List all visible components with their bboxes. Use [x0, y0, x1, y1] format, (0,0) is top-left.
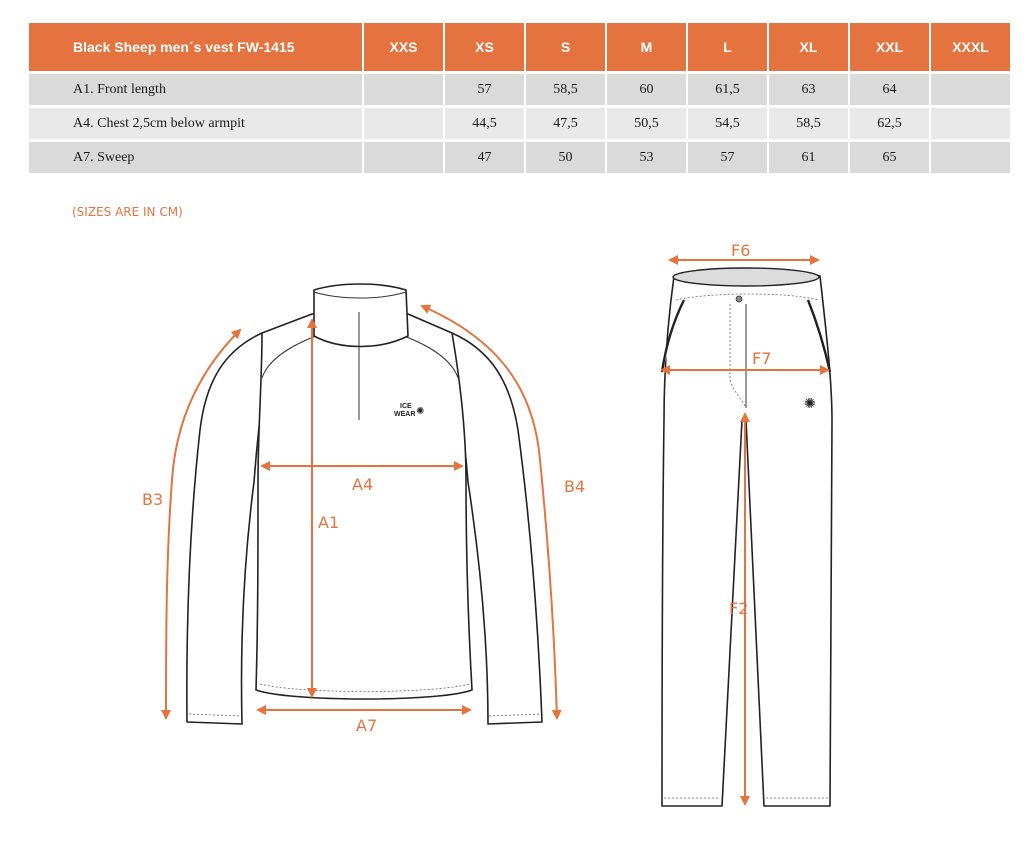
table-cell: 54,5: [688, 108, 767, 139]
b3-arrow: [161, 328, 242, 720]
b3-label: B3: [142, 490, 163, 509]
table-cell: 60: [607, 74, 686, 105]
table-cell: 50,5: [607, 108, 686, 139]
pants-right-pocket: [806, 299, 832, 373]
pants-measurements: F6 F7 F2: [660, 241, 830, 806]
table-cell: [364, 74, 443, 105]
pants-fly: [729, 304, 747, 409]
a1-label: A1: [318, 513, 339, 532]
jacket-drawing: ICE WEAR ✺: [186, 283, 543, 725]
size-header: XXL: [850, 23, 929, 71]
table-row: A7. Sweep 47 50 53 57 61 65: [29, 142, 1010, 173]
jacket-collar: [313, 283, 409, 348]
snowflake-icon: ✺: [804, 395, 816, 411]
b4-label: B4: [564, 477, 585, 496]
table-cell: [364, 142, 443, 173]
pants-outline: [661, 267, 833, 807]
f7-label: F7: [752, 349, 771, 368]
table-cell: [364, 108, 443, 139]
table-cell: 57: [688, 142, 767, 173]
jacket-collar-inner: [313, 291, 407, 299]
measurement-label: A4. Chest 2,5cm below armpit: [29, 108, 362, 139]
size-header: XL: [769, 23, 848, 71]
pants-waist-stitch: [675, 293, 819, 301]
measurement-label: A1. Front length: [29, 74, 362, 105]
snowflake-icon: ✺: [416, 406, 424, 417]
table-row: A4. Chest 2,5cm below armpit 44,5 47,5 5…: [29, 108, 1010, 139]
pants-waistband: [672, 267, 820, 287]
size-table: Black Sheep men´s vest FW-1415 XXS XS S …: [27, 20, 1012, 176]
b4-arrow: [420, 304, 562, 720]
table-cell: 61,5: [688, 74, 767, 105]
table-cell: 47: [445, 142, 524, 173]
a7-label: A7: [356, 716, 377, 735]
table-cell: 44,5: [445, 108, 524, 139]
table-cell: 50: [526, 142, 605, 173]
jacket-body: [255, 313, 473, 700]
table-cell: 63: [769, 74, 848, 105]
size-header: XXXL: [931, 23, 1010, 71]
size-header: L: [688, 23, 767, 71]
table-cell: 58,5: [769, 108, 848, 139]
units-note: (SIZES ARE IN CM): [72, 205, 183, 219]
table-cell: 64: [850, 74, 929, 105]
size-header: XS: [445, 23, 524, 71]
table-cell: 57: [445, 74, 524, 105]
logo-text-line1: ICE: [400, 403, 412, 410]
size-header-row: Black Sheep men´s vest FW-1415 XXS XS S …: [29, 23, 1010, 71]
table-cell: [931, 142, 1010, 173]
table-cell: 62,5: [850, 108, 929, 139]
product-title: Black Sheep men´s vest FW-1415: [29, 23, 362, 71]
table-row: A1. Front length 57 58,5 60 61,5 63 64: [29, 74, 1010, 105]
size-header: S: [526, 23, 605, 71]
table-cell: 61: [769, 142, 848, 173]
table-cell: [931, 74, 1010, 105]
size-header: XXS: [364, 23, 443, 71]
table-cell: 65: [850, 142, 929, 173]
logo-text-line2: WEAR: [394, 411, 415, 418]
pants-left-pocket: [660, 299, 686, 373]
measurement-label: A7. Sweep: [29, 142, 362, 173]
a4-label: A4: [352, 475, 373, 494]
pants-drawing: ✺: [660, 267, 833, 807]
table-cell: [931, 108, 1010, 139]
table-cell: 53: [607, 142, 686, 173]
f6-label: F6: [731, 241, 750, 260]
table-cell: 58,5: [526, 74, 605, 105]
f2-label: F2: [729, 599, 748, 618]
size-header: M: [607, 23, 686, 71]
table-cell: 47,5: [526, 108, 605, 139]
pants-button: [735, 295, 743, 303]
jacket-measurements: A1 A4 A7 B3 B4: [142, 304, 585, 735]
